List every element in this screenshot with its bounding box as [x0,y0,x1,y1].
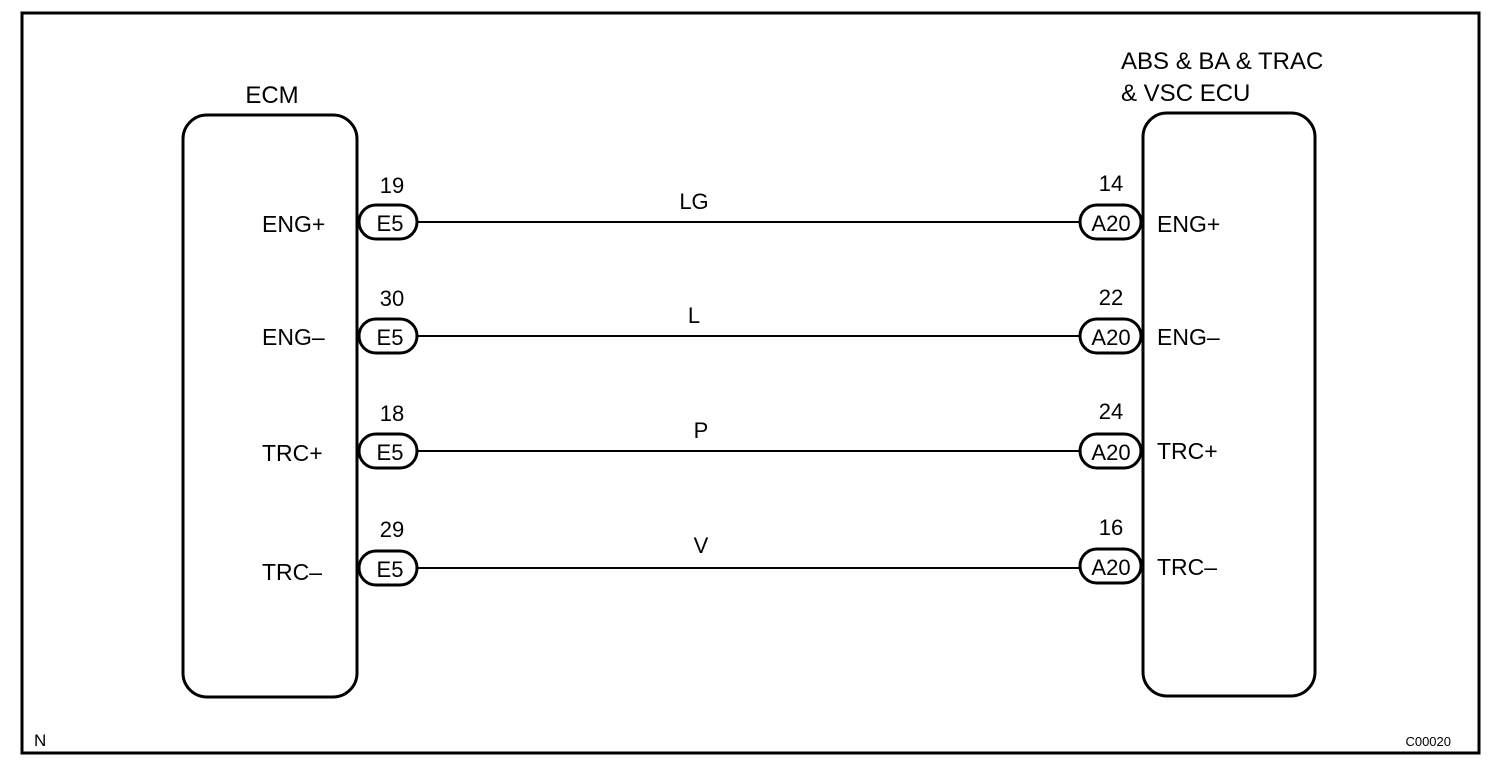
ecu-connector-label: A20 [1091,211,1130,236]
ecu-box [1141,111,1317,698]
ecu-connector-label: A20 [1091,555,1130,580]
ecu-signal-label: TRC– [1157,554,1217,580]
circuit-row: TRC+ 18 E5 P 24 A20 TRC+ [262,399,1218,470]
ecm-pin-number: 18 [380,401,404,426]
ecu-connector-badge [1078,317,1143,355]
ecu-connector-badge [1078,432,1143,470]
ecu-connector-badge [1078,203,1143,241]
ecm-pin-number: 19 [380,173,404,198]
diagram-frame [20,11,1481,755]
ecu-pin-number: 24 [1099,399,1123,424]
ecm-connector-label: E5 [377,211,404,236]
corner-letter: N [34,731,46,750]
ecu-pin-number: 22 [1099,285,1123,310]
circuit-row: TRC– 29 E5 V 16 A20 TRC– [262,515,1217,587]
circuit-row: ENG– 30 E5 L 22 A20 ENG– [262,285,1220,355]
ecm-signal-label: TRC+ [262,440,323,466]
ecm-box [181,113,359,699]
ecu-title-line1: ABS & BA & TRAC [1121,48,1323,75]
ecm-connector-label: E5 [377,440,404,465]
ecm-pin-number: 30 [380,286,404,311]
ecm-pin-number: 29 [380,517,404,542]
ecm-signal-label: ENG– [262,324,325,350]
ecu-pin-number: 16 [1099,515,1123,540]
wire-color-label: V [694,533,709,558]
wire-color-label: LG [679,189,708,214]
wire-color-label: P [694,418,709,443]
wire-color-label: L [688,303,700,328]
ecm-connector-label: E5 [377,325,404,350]
ecu-pin-number: 14 [1099,171,1123,196]
circuit-row: ENG+ 19 E5 LG 14 A20 ENG+ [262,171,1220,241]
ecm-title: ECM [245,82,298,109]
ecm-signal-label: ENG+ [262,211,325,237]
ecm-connector-label: E5 [377,557,404,582]
ecm-signal-label: TRC– [262,559,322,585]
ecu-connector-badge [1078,547,1143,585]
ecu-signal-label: ENG+ [1157,211,1220,237]
ecu-connector-label: A20 [1091,440,1130,465]
figure-code: C00020 [1405,734,1451,749]
ecu-title-line2: & VSC ECU [1121,80,1250,107]
ecu-connector-label: A20 [1091,325,1130,350]
ecu-signal-label: TRC+ [1157,438,1218,464]
ecu-signal-label: ENG– [1157,324,1220,350]
